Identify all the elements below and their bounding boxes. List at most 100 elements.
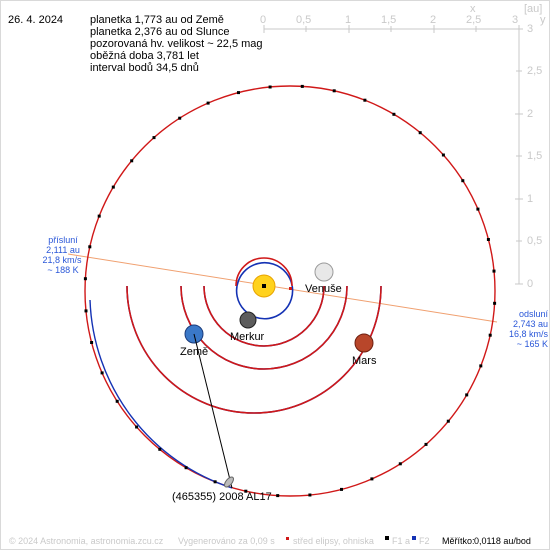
- interval-point: [244, 489, 248, 493]
- interval-point: [392, 112, 396, 116]
- interval-point: [424, 442, 428, 446]
- y-tick-label: 2: [527, 108, 534, 120]
- copyright-text: © 2024 Astronomia, astronomia.zcu.cz: [9, 536, 164, 546]
- legend-f1-label: F1 a: [392, 536, 411, 546]
- x-axis-letter: x: [470, 3, 476, 15]
- interval-point: [370, 477, 374, 481]
- interval-point: [363, 98, 367, 102]
- perihelion-title: přísluní: [48, 235, 78, 245]
- interval-point: [493, 301, 497, 305]
- interval-point: [446, 419, 450, 423]
- info-line-distance-sun: planetka 2,376 au od Slunce: [90, 26, 230, 38]
- y-tick-label: 2,5: [527, 65, 543, 77]
- ellipse-center-marker: [289, 287, 292, 290]
- legend-center-marker: [286, 537, 289, 540]
- info-line-period: oběžná doba 3,781 let: [90, 50, 199, 62]
- interval-point: [115, 399, 119, 403]
- mars-orbit-red: [126, 285, 382, 414]
- legend-f1-marker: [385, 536, 389, 540]
- legend-f2-label: F2: [419, 536, 430, 546]
- y-tick-label: 0,5: [527, 235, 543, 247]
- interval-point: [100, 371, 104, 375]
- asteroid-label: (465355) 2008 AL17: [172, 491, 272, 503]
- interval-point: [300, 84, 304, 88]
- info-line-magnitude: pozorovaná hv. velikost ~ 22,5 mag: [90, 38, 263, 50]
- info-line-distance-earth: planetka 1,773 au od Země: [90, 14, 224, 26]
- interval-point: [152, 136, 156, 140]
- perihelion-speed: 21,8 km/s: [42, 255, 82, 265]
- interval-point: [184, 466, 188, 470]
- aphelion-speed: 16,8 km/s: [508, 329, 548, 339]
- aphelion-title: odsluní: [518, 309, 548, 319]
- mercury-orbit-red: [235, 257, 293, 287]
- interval-point: [476, 207, 480, 211]
- interval-point: [90, 341, 94, 344]
- interval-point: [418, 131, 422, 135]
- interval-point: [84, 309, 88, 313]
- y-tick-label: 0: [527, 278, 534, 290]
- interval-points: [83, 84, 497, 498]
- y-scale: [515, 28, 523, 285]
- mars-label: Mars: [352, 355, 377, 367]
- interval-point: [83, 277, 87, 281]
- interval-point: [441, 153, 445, 157]
- x-scale: [263, 25, 520, 33]
- x-tick-label: 0,5: [296, 14, 312, 26]
- asteroid-icon: [224, 476, 234, 488]
- interval-point: [479, 364, 483, 368]
- x-tick-label: 3: [512, 14, 519, 26]
- mars-orbit: [126, 285, 382, 414]
- interval-point: [308, 493, 312, 497]
- interval-point: [465, 393, 469, 397]
- interval-point: [237, 91, 240, 95]
- asteroid-orbit-blue: [89, 299, 233, 489]
- interval-point: [488, 333, 492, 337]
- interval-point: [486, 238, 490, 241]
- legend-f2-marker: [412, 536, 416, 540]
- venus-label: Venuše: [305, 283, 342, 295]
- interval-point: [492, 269, 496, 273]
- mars-icon: [354, 333, 374, 353]
- sun-focus-marker: [262, 284, 266, 288]
- mercury-orbit: [235, 261, 294, 320]
- y-tick-label: 1: [527, 193, 534, 205]
- interval-point: [332, 89, 336, 93]
- scale-label: Měřítko:: [442, 536, 475, 546]
- interval-point: [268, 85, 272, 89]
- venus-icon: [314, 262, 334, 282]
- interval-point: [340, 487, 343, 491]
- x-tick-label: 2,5: [466, 14, 482, 26]
- aphelion-temp: ~ 165 K: [516, 339, 548, 349]
- apsis-line: [67, 253, 498, 323]
- x-tick-label: 0: [260, 14, 267, 26]
- mercury-label: Merkur: [230, 331, 265, 343]
- interval-point: [398, 462, 402, 466]
- y-tick-label: 3: [527, 23, 534, 35]
- interval-point: [276, 494, 280, 498]
- y-axis-letter: y: [540, 14, 546, 26]
- interval-point: [135, 425, 139, 429]
- venus-orbit-red: [203, 285, 325, 347]
- generated-time-text: Vygenerováno za 0,09 s: [178, 536, 275, 546]
- y-tick-label: 1,5: [527, 150, 543, 162]
- x-tick-label: 1: [345, 14, 352, 26]
- legend-center-label: střed elipsy, ohniska: [293, 536, 374, 546]
- interval-point: [88, 245, 92, 249]
- mercury-icon: [239, 311, 257, 329]
- interval-point: [158, 447, 162, 451]
- interval-point: [461, 179, 465, 183]
- interval-point: [111, 185, 115, 189]
- interval-point: [130, 159, 134, 163]
- aphelion-distance: 2,743 au: [512, 319, 548, 329]
- asteroid-orbit-red: [84, 85, 496, 497]
- interval-point: [178, 116, 182, 120]
- perihelion-distance: 2,111 au: [46, 245, 80, 255]
- info-line-interval: interval bodů 34,5 dnů: [90, 62, 199, 74]
- date-label: 26. 4. 2024: [8, 14, 64, 26]
- earth-asteroid-line: [193, 333, 233, 489]
- perihelion-temp: ~ 188 K: [47, 265, 79, 275]
- interval-point: [97, 214, 101, 218]
- x-tick-label: 2: [430, 14, 437, 26]
- interval-point: [213, 480, 217, 484]
